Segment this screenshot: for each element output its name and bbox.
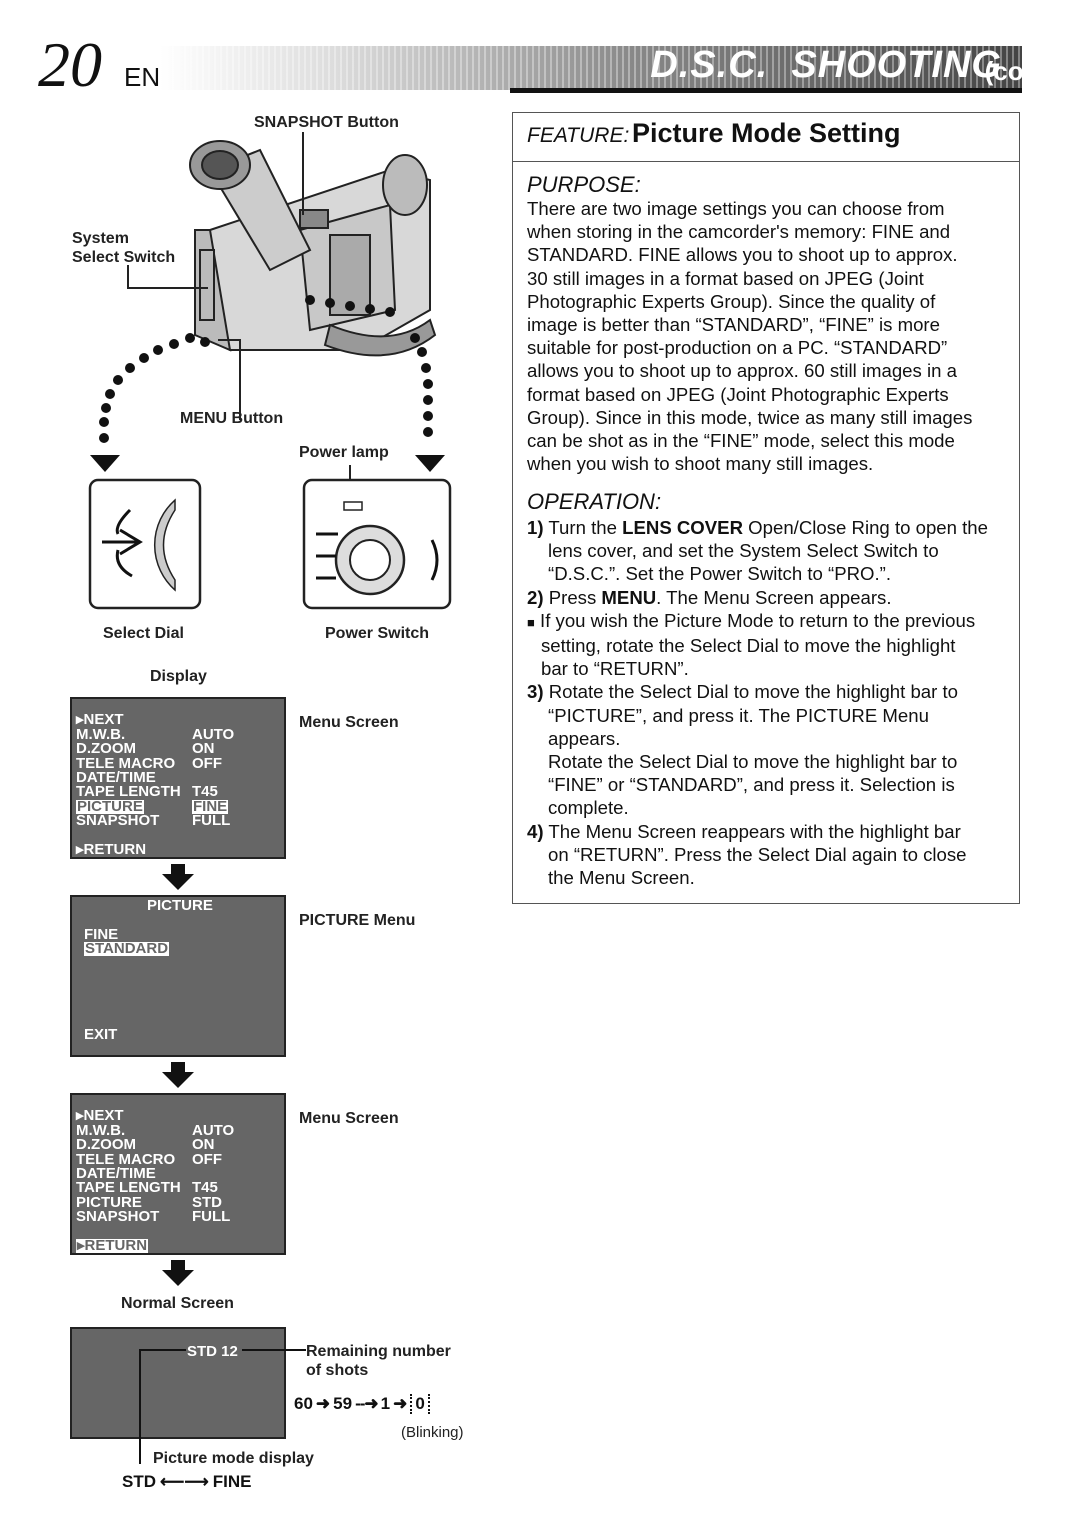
highlight-standard: STANDARD (84, 940, 170, 957)
play-icon: ▸ (77, 1237, 85, 1254)
page-title-suffix: (cont.) (984, 56, 1064, 86)
play-icon: ▸ (76, 1107, 84, 1124)
callout-lines (139, 1349, 306, 1464)
feature-title-row (512, 112, 1020, 162)
header-rule (510, 88, 1022, 93)
operation-heading: OPERATION: (527, 489, 662, 514)
page-number: 20 (38, 29, 102, 100)
arrow-right-icon: ➜ (315, 1394, 331, 1413)
play-icon: ▸ (76, 711, 84, 728)
countdown-sequence: 60 ➜ 59 --➜ 1 ➜ 0 (294, 1394, 430, 1414)
feature-title: Picture Mode Setting (632, 118, 901, 148)
language-code: EN (124, 62, 161, 92)
remaining-label-1: Remaining number (306, 1343, 451, 1360)
blinking-zero: 0 (410, 1394, 430, 1414)
camcorder-illustration (88, 132, 452, 610)
down-arrow-icon (162, 1260, 194, 1286)
feature-label: FEATURE: (527, 124, 630, 147)
std-readout: STD 12 (187, 1343, 238, 1360)
note-bullet-icon: ■ (527, 614, 535, 630)
blinking-label: (Blinking) (401, 1424, 464, 1441)
down-arrow-icon (162, 864, 194, 890)
system-select-label-1: System (72, 230, 129, 247)
down-arrow-icon (162, 1062, 194, 1088)
dashed-arrow-icon: --➜ (355, 1394, 379, 1413)
normal-screen: STD 12 (70, 1327, 286, 1439)
double-arrow-icon: ⟵⟶ (160, 1472, 209, 1491)
system-select-label-2: Select Switch (72, 249, 176, 266)
snapshot-button-label: SNAPSHOT Button (254, 114, 399, 131)
remaining-label-2: of shots (306, 1362, 369, 1379)
operation-steps: 1) Turn the LENS COVER Open/Close Ring t… (527, 517, 988, 889)
feature-panel (512, 112, 1020, 904)
purpose-heading: PURPOSE: (527, 172, 641, 197)
picture-menu-screen: PICTURE FINE STANDARD EXIT (70, 895, 286, 1057)
page-title: D.S.C. SHOOTING (650, 44, 1002, 86)
normal-screen-label: Normal Screen (121, 1295, 234, 1312)
display-label: Display (150, 668, 207, 685)
highlight-return: ▸RETURN (76, 1237, 149, 1254)
header-banner (160, 46, 1022, 90)
select-dial-label: Select Dial (103, 625, 184, 642)
arrow-right-icon: ➜ (393, 1394, 408, 1413)
std-fine-toggle: STD ⟵⟶ FINE (122, 1472, 252, 1491)
picture-menu-label: PICTURE Menu (299, 912, 416, 929)
play-icon: ▸ (76, 841, 84, 858)
picture-mode-display-label: Picture mode display (153, 1450, 314, 1467)
power-lamp-label: Power lamp (299, 444, 389, 461)
menu-screen-label: Menu Screen (299, 714, 399, 731)
purpose-text: There are two image settings you can cho… (527, 198, 973, 475)
menu-screen-2-label: Menu Screen (299, 1110, 399, 1127)
power-switch-label: Power Switch (325, 625, 430, 642)
menu-button-label: MENU Button (180, 410, 284, 427)
highlight-picture: PICTURE (76, 798, 144, 815)
